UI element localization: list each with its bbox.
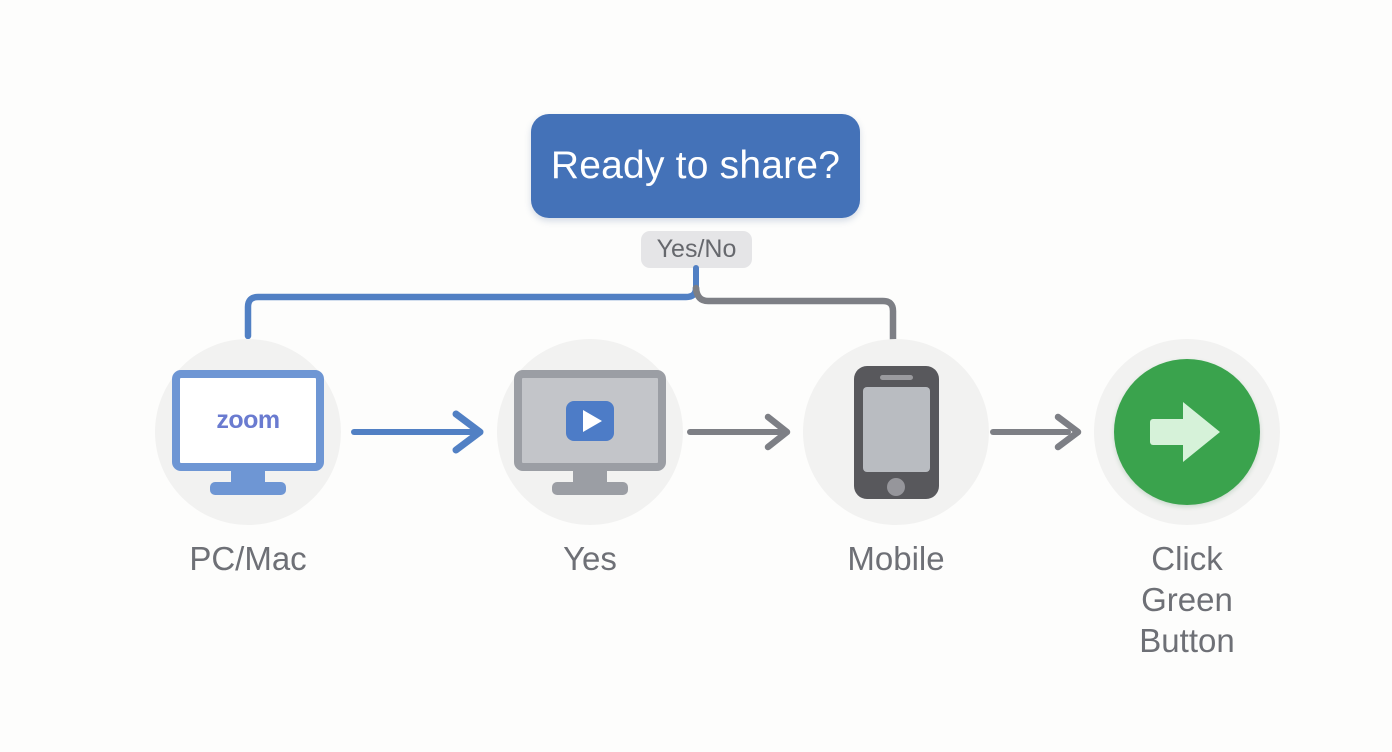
arrow-pcmac-to-yes bbox=[351, 410, 484, 454]
phone-home-button bbox=[886, 477, 905, 496]
green-arrow-button-icon[interactable] bbox=[1114, 359, 1260, 505]
monitor-screen bbox=[514, 370, 666, 471]
node-mobile[interactable]: Mobile bbox=[800, 339, 992, 579]
node-mobile-label: Mobile bbox=[847, 540, 945, 577]
zoom-monitor-icon: zoom bbox=[172, 370, 324, 495]
branch-line-left bbox=[244, 284, 700, 340]
monitor-stand-base bbox=[210, 482, 286, 495]
decision-box[interactable]: Ready to share? bbox=[531, 114, 860, 218]
smartphone-icon bbox=[853, 365, 939, 499]
play-triangle bbox=[583, 409, 602, 432]
node-pc-mac-label: PC/Mac bbox=[189, 540, 307, 577]
play-button-icon bbox=[566, 400, 614, 441]
node-yes-circle bbox=[497, 339, 683, 525]
phone-screen bbox=[862, 386, 930, 472]
right-arrow-icon bbox=[1150, 402, 1224, 462]
node-pc-mac-circle: zoom bbox=[155, 339, 341, 525]
branch-condition-label: Yes/No bbox=[656, 235, 737, 263]
zoom-logo-text: zoom bbox=[216, 406, 280, 434]
arrow-head bbox=[1183, 402, 1220, 462]
node-mobile-circle bbox=[803, 339, 989, 525]
arrow-mobile-to-click bbox=[990, 413, 1082, 451]
node-yes-label: Yes bbox=[563, 540, 617, 577]
node-click-green-button[interactable]: Click Green Button bbox=[1091, 339, 1283, 661]
branch-line-right bbox=[692, 284, 897, 344]
phone-speaker-slot bbox=[879, 374, 913, 380]
node-pc-mac[interactable]: zoom PC/Mac bbox=[152, 339, 344, 579]
node-yes[interactable]: Yes bbox=[494, 339, 686, 579]
branch-condition-badge: Yes/No bbox=[641, 231, 752, 268]
monitor-screen: zoom bbox=[172, 370, 324, 471]
node-click-green-button-label: Click Green Button bbox=[1139, 540, 1235, 659]
video-share-monitor-icon bbox=[514, 370, 666, 495]
monitor-stand-neck bbox=[231, 469, 265, 485]
node-click-green-button-circle bbox=[1094, 339, 1280, 525]
monitor-stand-base bbox=[552, 482, 628, 495]
arrow-yes-to-mobile bbox=[687, 413, 791, 451]
monitor-stand-neck bbox=[573, 469, 607, 485]
decision-box-label: Ready to share? bbox=[550, 144, 841, 187]
